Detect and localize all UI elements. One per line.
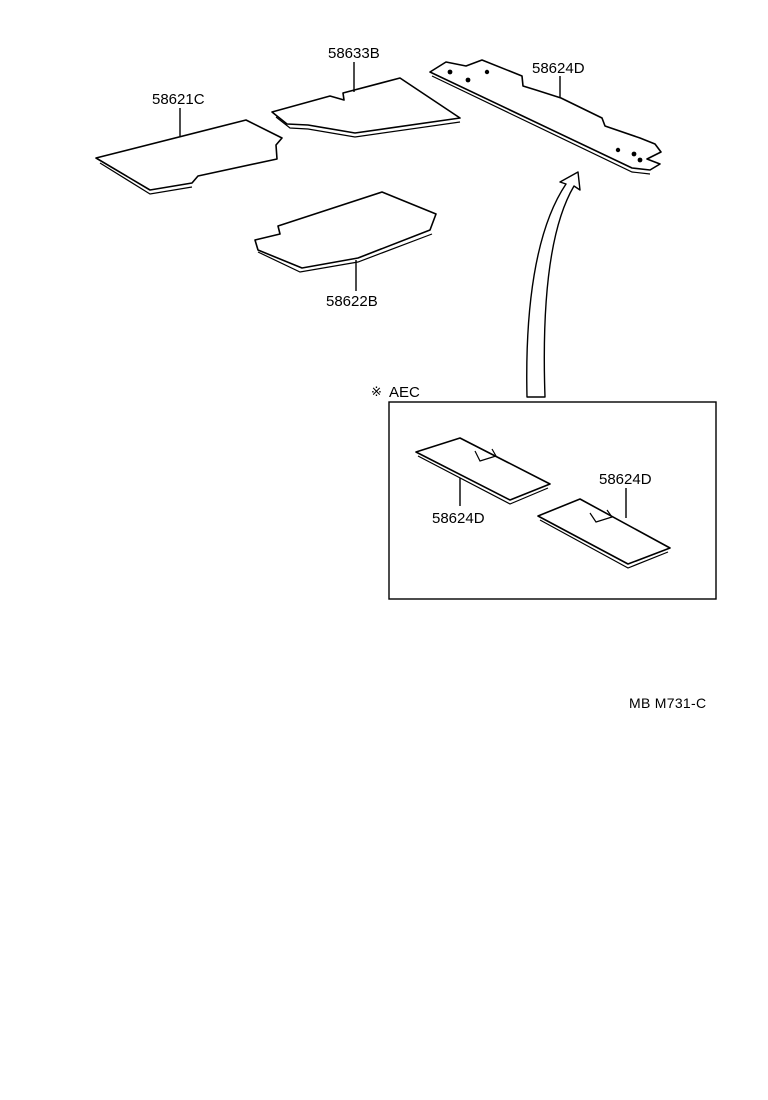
part-58622b[interactable]	[254, 191, 437, 273]
label-58622b: 58622B	[326, 293, 378, 310]
part-58624d-inset-left[interactable]	[415, 437, 551, 505]
label-58624d-inset-right: 58624D	[599, 471, 652, 488]
part-58624d-inset-right[interactable]	[537, 498, 671, 569]
drawing-code: MB M731-C	[629, 695, 706, 711]
part-58621c[interactable]	[95, 119, 283, 195]
label-58624d-top: 58624D	[532, 60, 585, 77]
label-58624d-inset-left: 58624D	[432, 510, 485, 527]
inset-title: AEC	[389, 384, 420, 401]
part-58624d-strip[interactable]	[429, 59, 662, 175]
label-58633b: 58633B	[328, 45, 380, 62]
label-58621c: 58621C	[152, 91, 205, 108]
inset-frame	[388, 401, 717, 600]
inset-mark: ※	[371, 384, 382, 399]
reference-arrow	[526, 171, 581, 398]
part-58633b[interactable]	[271, 77, 461, 138]
